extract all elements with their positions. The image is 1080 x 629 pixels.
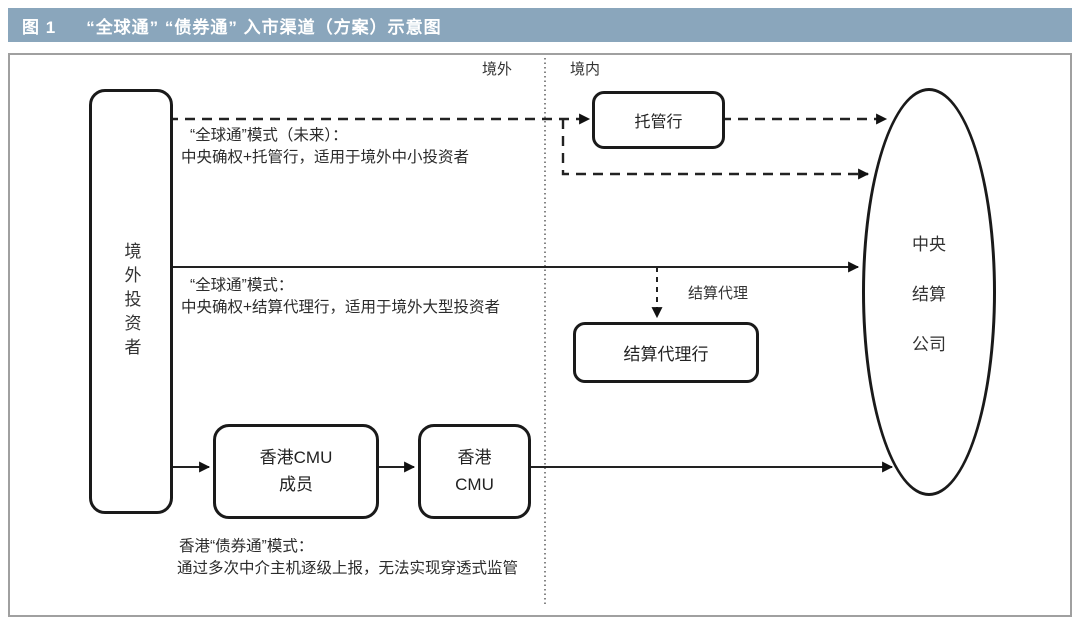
node-hk-cmu-line1: 香港	[457, 448, 492, 468]
node-overseas-investor-label: 境外投资者	[121, 241, 141, 362]
figure-number-label: 图 1	[22, 17, 57, 37]
annotation-global-connect-future-line1: “全球通”模式（未来）：	[190, 127, 348, 144]
figure-title: “全球通” “债券通” 入市渠道（方案）示意图	[86, 17, 442, 37]
node-settlement-agent-bank: 结算代理行	[573, 322, 759, 383]
annotation-global-connect-line2: 中央确权+结算代理行，适用于境外大型投资者	[181, 299, 501, 316]
node-central-clearing-company: 中央 结算 公司	[862, 88, 996, 496]
node-hk-cmu-label: 香港 CMU	[455, 445, 494, 498]
annotation-global-connect-future: “全球通”模式（未来）： 中央确权+托管行，适用于境外中小投资者	[181, 125, 469, 169]
figure-header-bar: 图 1 “全球通” “债券通” 入市渠道（方案）示意图	[8, 8, 1072, 42]
region-label-onshore: 境内	[570, 61, 601, 78]
node-ccdc-line2: 结算	[912, 284, 946, 304]
annotation-hk-bond-connect: 香港“债券通”模式： 通过多次中介主机逐级上报，无法实现穿透式监管	[177, 536, 518, 580]
annotation-global-connect-line1: “全球通”模式：	[190, 277, 294, 294]
node-hk-cmu-member-line1: 香港CMU	[259, 448, 333, 468]
annotation-global-connect: “全球通”模式： 中央确权+结算代理行，适用于境外大型投资者	[181, 275, 500, 319]
settlement-agency-edge-label: 结算代理	[688, 285, 749, 302]
region-label-offshore: 境外	[482, 61, 513, 78]
node-custodian-bank: 托管行	[592, 91, 725, 149]
annotation-hk-bond-connect-line1: 香港“债券通”模式：	[179, 538, 314, 555]
node-ccdc-line3: 公司	[912, 334, 946, 354]
node-settlement-agent-bank-label: 结算代理行	[623, 345, 709, 364]
node-hk-cmu-line2: CMU	[455, 474, 494, 494]
annotation-global-connect-future-line2: 中央确权+托管行，适用于境外中小投资者	[181, 149, 470, 166]
node-hk-cmu-member: 香港CMU 成员	[213, 424, 379, 519]
node-ccdc-line1: 中央	[912, 234, 946, 254]
node-overseas-investor: 境外投资者	[89, 89, 173, 514]
annotation-hk-bond-connect-line2: 通过多次中介主机逐级上报，无法实现穿透式监管	[177, 560, 519, 577]
node-hk-cmu-member-label: 香港CMU 成员	[260, 445, 333, 498]
node-custodian-bank-label: 托管行	[634, 114, 683, 131]
node-hk-cmu-member-line2: 成员	[279, 474, 313, 494]
node-hk-cmu: 香港 CMU	[418, 424, 531, 519]
